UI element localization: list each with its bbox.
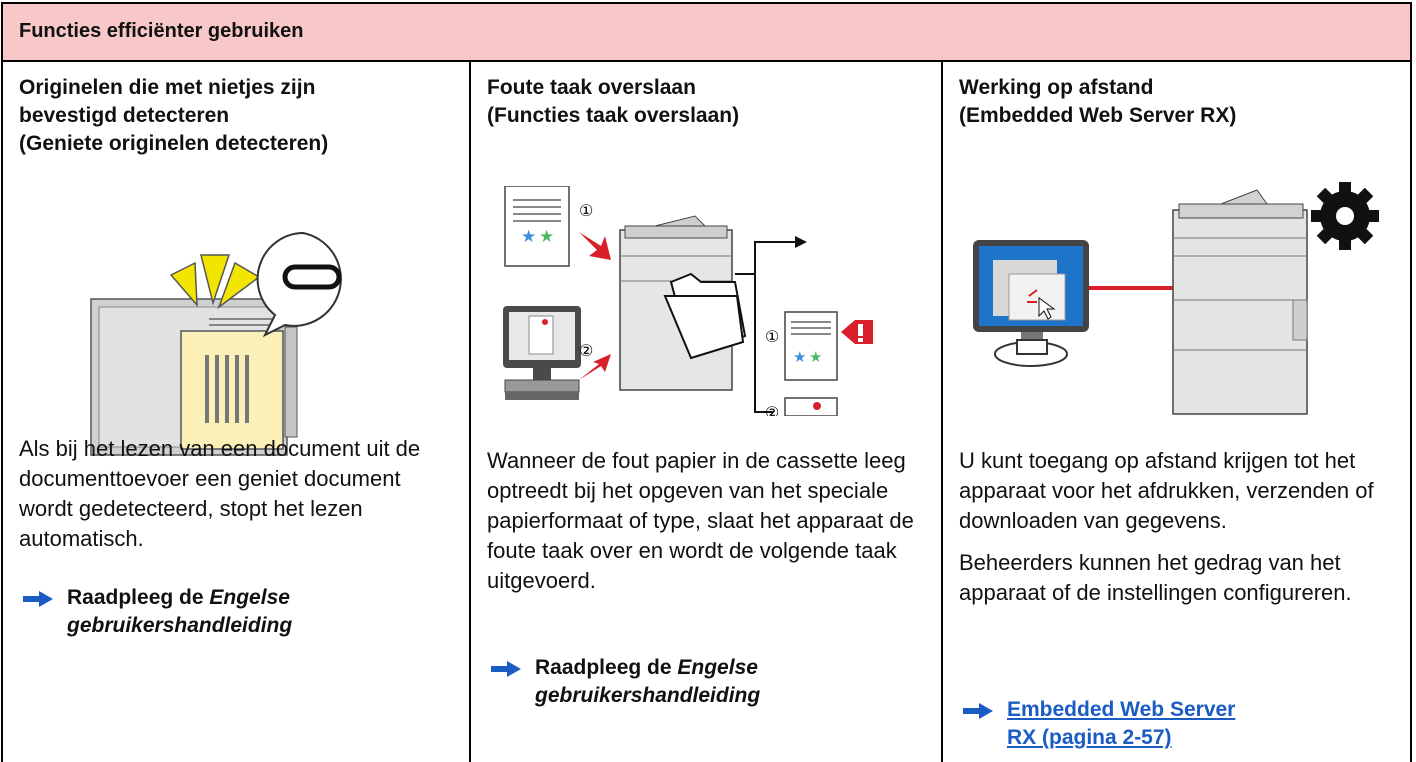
svg-text:★: ★ [793, 349, 806, 366]
description-paragraph: Beheerders kunnen het gedrag van het app… [959, 550, 1352, 605]
gear-icon [1311, 182, 1379, 250]
staple-icon [282, 264, 342, 290]
arrow-right-icon [491, 661, 521, 677]
marker: ① [765, 329, 779, 346]
section-title: Functies efficiënter gebruiken [19, 20, 304, 42]
skip-job-illustration: ★ ★ ① ② ① ★ ★ [503, 186, 873, 416]
reference-prefix: Raadpleeg de [67, 586, 210, 609]
remote-operation-illustration [973, 182, 1379, 415]
title-line: Werking op afstand [959, 76, 1154, 99]
marker: ② [579, 343, 593, 360]
section-header: Functies efficiënter gebruiken [3, 4, 1410, 62]
cursor-icon [1038, 297, 1056, 320]
arrow-right-icon [23, 591, 53, 607]
description-paragraph: Wanneer de fout papier in de cassette le… [487, 448, 914, 593]
reference-prefix: Raadpleeg de [535, 656, 678, 679]
reference-text: Raadpleeg de Engelse gebruikershandleidi… [67, 584, 459, 640]
reference-text: Raadpleeg de Engelse gebruikershandleidi… [535, 654, 931, 710]
title-line: (Functies taak overslaan) [487, 104, 740, 127]
title-line: Originelen die met nietjes zijn [19, 76, 316, 99]
reference-manual: Engelse gebruikershandleiding [535, 656, 761, 707]
svg-text:★: ★ [539, 227, 554, 246]
reference-link[interactable]: Embedded Web Server RX (pagina 2-57) [959, 696, 1400, 752]
reference-manual: Engelse gebruikershandleiding [67, 586, 293, 637]
reference-note: Raadpleeg de Engelse gebruikershandleidi… [487, 654, 931, 710]
title-line: Foute taak overslaan [487, 76, 696, 99]
arrow-right-icon [963, 703, 993, 719]
title-line: (Embedded Web Server RX) [959, 104, 1237, 127]
embedded-web-server-link[interactable]: Embedded Web Server RX (pagina 2-57) [1007, 698, 1236, 749]
description-paragraph: U kunt toegang op afstand krijgen tot he… [959, 448, 1374, 533]
marker: ② [765, 405, 779, 416]
alert-icon [841, 320, 873, 344]
column-skip-error-job: Foute taak overslaan (Functies taak over… [471, 62, 943, 762]
svg-text:★: ★ [521, 227, 536, 246]
column-title: Foute taak overslaan (Functies taak over… [487, 74, 931, 130]
column-description: Wanneer de fout papier in de cassette le… [487, 446, 929, 608]
title-line: (Geniete originelen detecteren) [19, 132, 329, 155]
column-description: U kunt toegang op afstand krijgen tot he… [959, 446, 1398, 620]
column-title: Werking op afstand (Embedded Web Server … [959, 74, 1400, 130]
column-staple-detection: Originelen die met nietjes zijn bevestig… [3, 62, 471, 762]
reference-note: Raadpleeg de Engelse gebruikershandleidi… [19, 584, 459, 640]
column-description: Als bij het lezen van een document uit d… [19, 434, 457, 566]
column-title: Originelen die met nietjes zijn bevestig… [19, 74, 459, 158]
staple-detection-illustration [90, 231, 342, 456]
column-remote-operation: Werking op afstand (Embedded Web Server … [943, 62, 1410, 762]
marker: ① [579, 203, 593, 220]
svg-text:★: ★ [809, 349, 822, 366]
description-paragraph: Als bij het lezen van een document uit d… [19, 436, 421, 551]
title-line: bevestigd detecteren [19, 104, 230, 127]
